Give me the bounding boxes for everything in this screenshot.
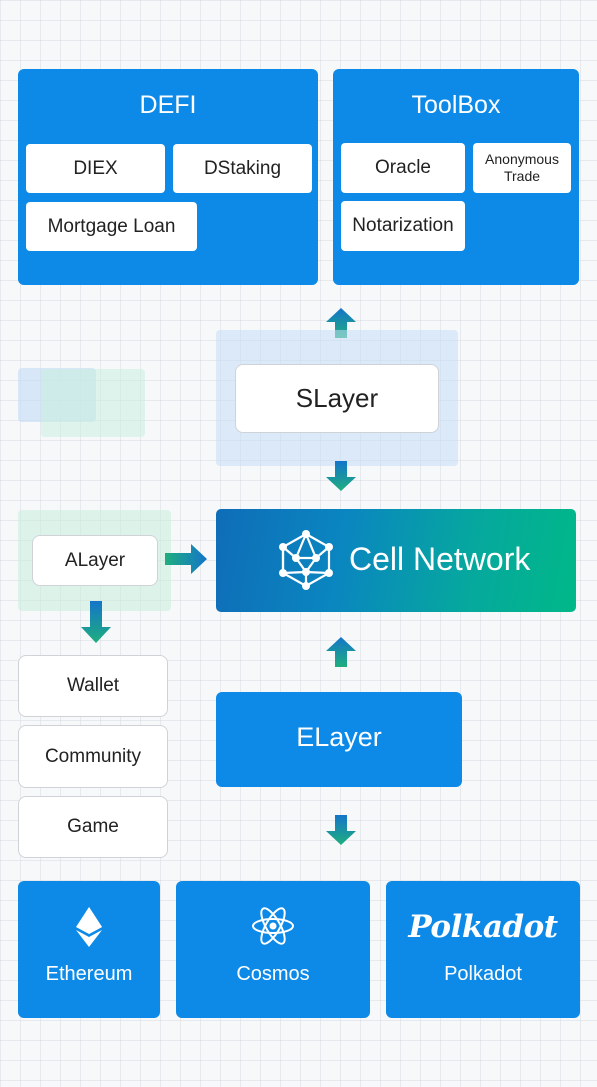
- chain-polkadot[interactable]: Polkadot Polkadot: [386, 881, 580, 1018]
- defi-item-mortgage-loan[interactable]: Mortgage Loan: [26, 202, 197, 251]
- app-game[interactable]: Game: [18, 796, 168, 858]
- defi-title: DEFI: [139, 91, 197, 119]
- arrow-up-to-cell-network: [326, 637, 356, 667]
- alayer-box[interactable]: ALayer: [32, 535, 158, 586]
- app-wallet[interactable]: Wallet: [18, 655, 168, 717]
- arrow-right-to-cell-network: [165, 544, 207, 574]
- cosmos-icon: [252, 907, 294, 945]
- toolbox-item-notarization[interactable]: Notarization: [341, 201, 465, 251]
- arrow-up-to-toolbox: [326, 308, 356, 338]
- polkadot-logo: Polkadot: [408, 909, 558, 945]
- slayer-box[interactable]: SLayer: [235, 364, 439, 433]
- arrow-down-to-apps: [81, 601, 111, 643]
- toolbox-item-oracle[interactable]: Oracle: [341, 143, 465, 193]
- defi-item-dstaking[interactable]: DStaking: [173, 144, 312, 193]
- elayer-box[interactable]: ELayer: [216, 692, 462, 787]
- anonymous-trade-line2: Trade: [503, 168, 541, 184]
- toolbox-title: ToolBox: [411, 91, 501, 119]
- defi-panel: DEFI DIEX DStaking Mortgage Loan: [18, 69, 318, 285]
- decor-square-green: [41, 369, 145, 437]
- toolbox-panel: ToolBox Oracle Anonymous Trade Notarizat…: [333, 69, 579, 285]
- chain-cosmos[interactable]: Cosmos: [176, 881, 370, 1018]
- app-community[interactable]: Community: [18, 725, 168, 788]
- arrow-down-to-cell-network: [326, 461, 356, 491]
- cell-network-box[interactable]: Cell Network: [216, 509, 576, 612]
- chain-polkadot-label: Polkadot: [444, 963, 522, 985]
- chain-ethereum-label: Ethereum: [45, 963, 133, 985]
- defi-item-diex[interactable]: DIEX: [26, 144, 165, 193]
- arrow-down-to-chains: [326, 815, 356, 845]
- cell-network-label: Cell Network: [349, 541, 531, 577]
- chain-cosmos-label: Cosmos: [236, 963, 310, 985]
- chain-ethereum[interactable]: Ethereum: [18, 881, 160, 1018]
- ethereum-icon: [76, 907, 102, 947]
- toolbox-item-anonymous-trade[interactable]: Anonymous Trade: [473, 143, 571, 193]
- cell-network-icon: [279, 530, 333, 590]
- elayer-label: ELayer: [296, 722, 382, 752]
- anonymous-trade-line1: Anonymous: [485, 151, 559, 167]
